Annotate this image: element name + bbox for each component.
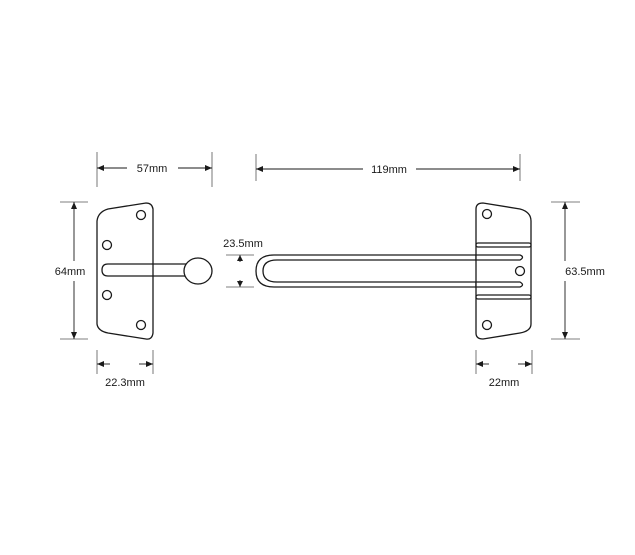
slotted-bar [255,254,520,288]
right-plate [475,202,532,340]
screw-hole [135,319,147,331]
screw-hole [481,319,493,331]
dimension-22mm: 22mm [475,350,533,389]
dim-label: 119mm [371,164,407,176]
arm-tip-upper [475,254,524,261]
screw-hole [481,208,493,220]
screw-hole [101,289,113,301]
dim-label: 63.5mm [565,266,605,278]
dimension-63-5mm: 63.5mm [551,201,605,340]
dimension-23-5mm: 23.5mm [223,238,263,288]
bar-slot [262,259,520,283]
screw-hole [135,209,147,221]
dimension-22-3mm: 22.3mm [96,350,154,389]
screw-hole [101,239,113,251]
dim-label: 22.3mm [105,377,145,389]
dim-label: 23.5mm [223,238,263,250]
left-plate [96,202,213,340]
arm-tip-lower [475,281,524,288]
dim-label: 22mm [489,377,520,389]
dimension-119mm: 119mm [255,154,521,181]
right-plate-outline [475,202,532,340]
knob-stem [101,263,186,277]
plate-rib [475,294,532,300]
dim-label: 57mm [137,163,168,175]
plate-rib [475,242,532,248]
dim-label: 64mm [55,266,86,278]
dimension-64mm: 64mm [55,201,88,340]
bar-outer [255,254,520,288]
knob-ball [183,257,213,285]
screw-hole [514,265,526,277]
dimension-57mm: 57mm [96,152,213,187]
